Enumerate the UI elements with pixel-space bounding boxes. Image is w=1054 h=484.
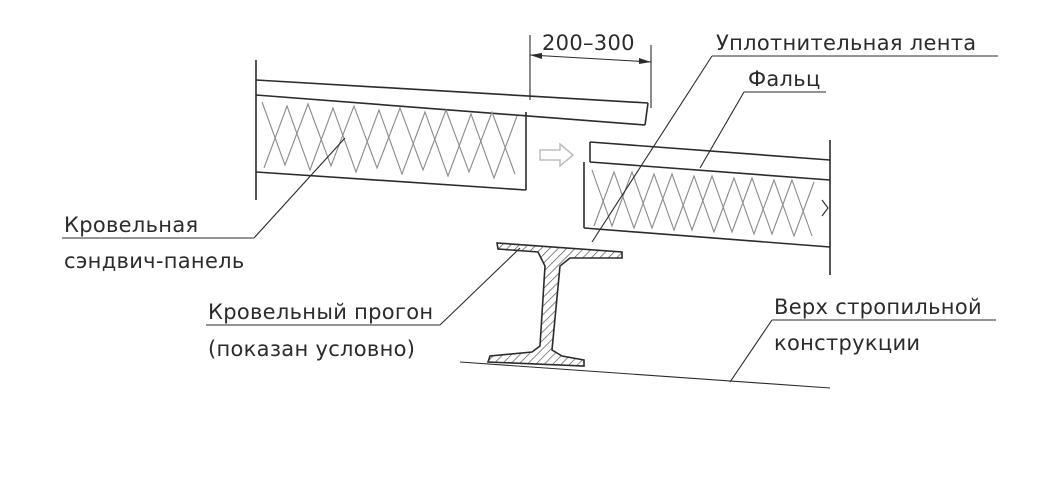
hollow-right-arrow-icon [539, 142, 575, 168]
right-sandwich-panel [583, 140, 831, 275]
fold-label: Фальц [748, 67, 821, 91]
rafter-top-line [459, 361, 831, 389]
rafter-label-line1: Верх стропильной [774, 295, 982, 319]
rafter-label-line2: конструкции [774, 331, 920, 355]
labels: Уплотнительная лента Фальц Кровельная сэ… [64, 31, 982, 361]
dimension-label: 200–300 [542, 31, 635, 55]
dimension-200-300: 200–300 [529, 31, 652, 108]
leader-lines [62, 55, 998, 383]
purlin-label-line2: (показан условно) [208, 337, 415, 361]
purlin-beam [486, 242, 623, 367]
purlin-label-line1: Кровельный прогон [208, 300, 433, 324]
sealing-tape-label: Уплотнительная лента [716, 31, 976, 55]
panel-label-line2: сэндвич-панель [64, 249, 245, 273]
panel-label-line1: Кровельная [64, 213, 198, 237]
left-sandwich-panel [255, 60, 649, 200]
